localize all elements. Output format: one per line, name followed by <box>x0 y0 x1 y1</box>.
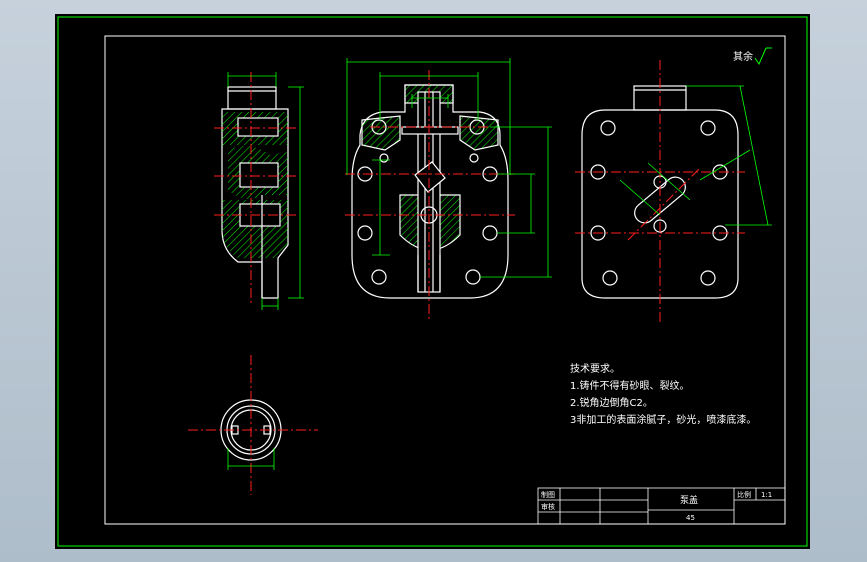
title-block-label-check: 审核 <box>541 502 555 511</box>
right-view-bolt-hole <box>590 225 606 241</box>
front-view-bolt-hole <box>357 225 373 241</box>
tech-req-item: 2.锐角边倒角C2。 <box>570 396 653 409</box>
right-view-bolt-hole <box>602 270 618 286</box>
round-view-centerlines <box>188 355 318 495</box>
tech-req-title: 技术要求。 <box>570 362 620 375</box>
right-view-bolt-hole <box>590 164 606 180</box>
right-view-dimensions <box>619 85 772 226</box>
front-view-small-hole <box>469 153 479 163</box>
front-view-dimensions <box>346 58 552 278</box>
right-view-centerlines <box>575 60 745 322</box>
front-view-centerlines <box>345 70 515 322</box>
part-name: 泵盖 <box>680 494 698 506</box>
material: 45 <box>686 514 695 522</box>
front-view-small-hole <box>379 153 389 163</box>
surface-finish-symbol <box>754 47 772 66</box>
outer-border <box>57 16 808 547</box>
right-view-bolt-hole <box>600 120 616 136</box>
front-view-hatch-left <box>361 115 401 151</box>
inner-frame <box>104 35 786 525</box>
surface-finish-note: 其余 <box>733 50 753 63</box>
front-view-bolt-hole <box>371 269 387 285</box>
tech-req-item: 1.铸件不得有砂眼、裂纹。 <box>570 379 690 392</box>
scale-label: 比例 <box>737 490 751 499</box>
tech-req-item: 3非加工的表面涂腻子，砂光，喷漆底漆。 <box>570 413 756 426</box>
title-block <box>537 487 786 525</box>
round-view-dimensions <box>227 448 275 470</box>
side-view-centerlines <box>214 72 296 305</box>
right-view-bolt-hole <box>700 270 716 286</box>
right-view-outline <box>581 109 739 299</box>
side-view-dimensions <box>227 72 304 310</box>
scale-value: 1:1 <box>761 491 772 499</box>
front-view-hatch-right <box>459 115 499 151</box>
right-view-bolt-hole <box>700 120 716 136</box>
right-view-slot <box>634 176 686 224</box>
title-block-label-draw: 制图 <box>541 490 555 499</box>
technical-requirements: 技术要求。 1.铸件不得有砂眼、裂纹。 2.锐角边倒角C2。 3非加工的表面涂腻… <box>570 362 756 426</box>
